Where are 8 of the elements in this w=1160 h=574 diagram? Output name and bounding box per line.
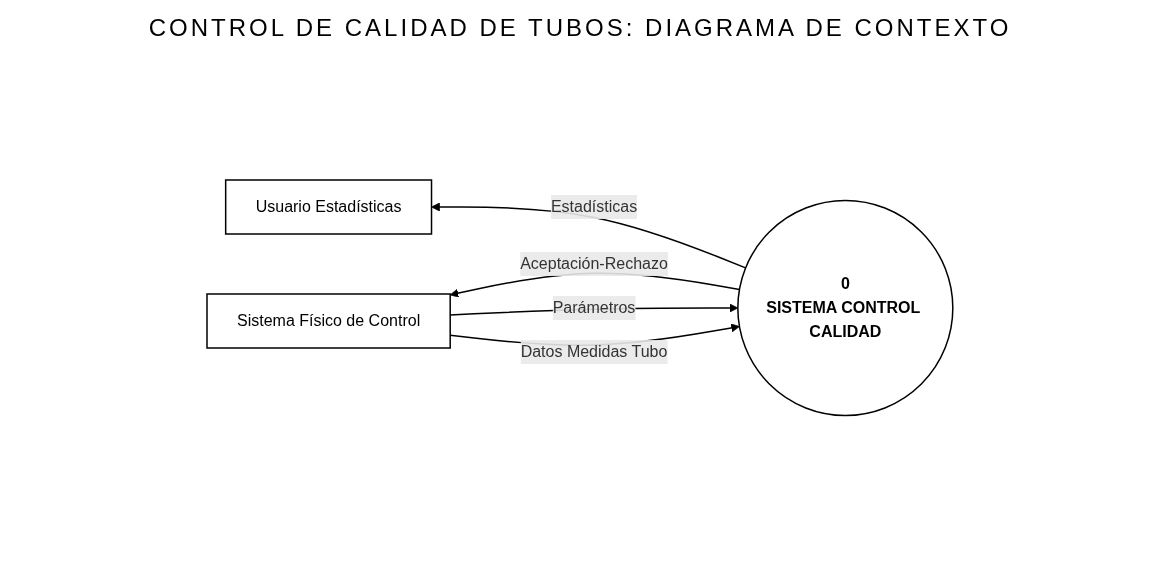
node-box: Usuario Estadísticas bbox=[225, 179, 433, 235]
node-box: Sistema Físico de Control bbox=[206, 293, 451, 349]
node-circle: 0 SISTEMA CONTROL CALIDAD bbox=[737, 200, 954, 417]
diagram-title: CONTROL DE CALIDAD DE TUBOS: DIAGRAMA DE CONTEXTO bbox=[147, 14, 1013, 42]
edge-label: Aceptación-Rechazo bbox=[520, 255, 668, 273]
edge-label: Parámetros bbox=[552, 299, 636, 317]
edge-label: Estadísticas bbox=[550, 198, 638, 216]
edge-label: Datos Medidas Tubo bbox=[520, 343, 668, 361]
